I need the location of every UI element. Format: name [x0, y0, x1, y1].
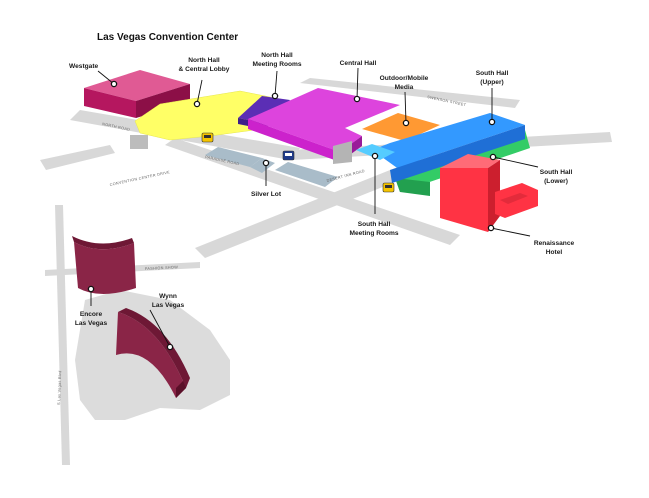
street-paradise-road: PARADISE ROAD	[205, 155, 240, 166]
north-hall-marker	[193, 100, 201, 108]
renaissance-marker	[487, 224, 495, 232]
south-lower-label-line2: (Lower)	[544, 178, 568, 185]
wynn-label-line2: Las Vegas	[152, 302, 185, 309]
street-north-road: NORTH ROAD	[102, 122, 131, 132]
road-swenson	[300, 78, 520, 108]
road-convention-center-drive	[40, 145, 115, 170]
south-upper-marker	[488, 118, 496, 126]
south-hall-upper-shape	[372, 113, 525, 183]
south-lower-label-line1: South Hall	[540, 169, 573, 176]
map-title: Las Vegas Convention Center	[97, 32, 238, 43]
street-fashion-show: FASHION SHOW	[145, 265, 178, 271]
taxi-icon	[201, 132, 214, 143]
renaissance-label-line1: Renaissance	[534, 240, 575, 247]
central-hall-label: Central Hall	[340, 60, 377, 67]
wynn-label-line1: Wynn	[159, 293, 177, 300]
wynn-marker	[166, 343, 174, 351]
north-hall-block	[130, 135, 148, 149]
silver-lot-marker	[262, 159, 270, 167]
central-hall-block	[333, 141, 352, 164]
westgate-label: Westgate	[69, 63, 99, 70]
silver-lot-label: Silver Lot	[251, 191, 282, 198]
encore-label-line2: Las Vegas	[75, 320, 108, 327]
outdoor-label-line1: Outdoor/Mobile	[380, 75, 429, 82]
road-long-diagonal	[195, 150, 450, 258]
south-upper-label-line1: South Hall	[476, 70, 509, 77]
north-hall-label-line2: & Central Lobby	[179, 66, 230, 73]
sh-meeting-label-line1: South Hall	[358, 221, 391, 228]
road-paradise	[165, 138, 460, 245]
sh-meeting-marker	[371, 152, 379, 160]
wynn-building	[116, 308, 190, 398]
north-hall-label-line1: North Hall	[188, 57, 220, 64]
road-las-vegas-blvd	[55, 205, 70, 465]
encore-building	[72, 236, 136, 294]
nh-meeting-label-line2: Meeting Rooms	[252, 61, 301, 68]
south-upper-label-line2: (Upper)	[480, 79, 503, 86]
bus-icon	[282, 150, 295, 161]
street-las-vegas-blvd: S Las Vegas Blvd	[57, 370, 62, 405]
encore-marker	[87, 285, 95, 293]
nh-meeting-label-line1: North Hall	[261, 52, 293, 59]
taxi-icon	[382, 182, 395, 193]
renaissance-label-line2: Hotel	[546, 249, 563, 256]
westgate-building	[84, 70, 190, 118]
central-hall-marker	[353, 95, 361, 103]
renaissance-shape	[440, 154, 538, 232]
encore-label-line1: Encore	[80, 311, 103, 318]
westgate-marker	[110, 80, 118, 88]
sh-meeting-shape	[356, 144, 395, 160]
outdoor-label-line2: Media	[395, 84, 414, 91]
street-convention-center-drive: CONVENTION CENTER DRIVE	[109, 170, 170, 187]
sh-meeting-label-line2: Meeting Rooms	[349, 230, 398, 237]
outdoor-media-marker	[402, 119, 410, 127]
south-lower-marker	[489, 153, 497, 161]
nh-meeting-marker	[271, 92, 279, 100]
outdoor-media-shape	[362, 113, 440, 141]
